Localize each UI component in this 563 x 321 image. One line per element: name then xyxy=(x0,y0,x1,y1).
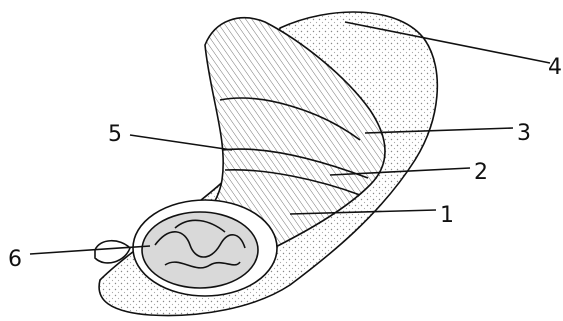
label-5: 5 xyxy=(108,122,122,147)
label-3: 3 xyxy=(517,121,531,146)
label-4: 4 xyxy=(548,55,562,80)
leader-line-5 xyxy=(130,135,232,150)
label-2: 2 xyxy=(474,160,488,185)
label-6: 6 xyxy=(8,247,22,272)
lumen-contents xyxy=(142,212,258,288)
label-1: 1 xyxy=(440,203,454,228)
